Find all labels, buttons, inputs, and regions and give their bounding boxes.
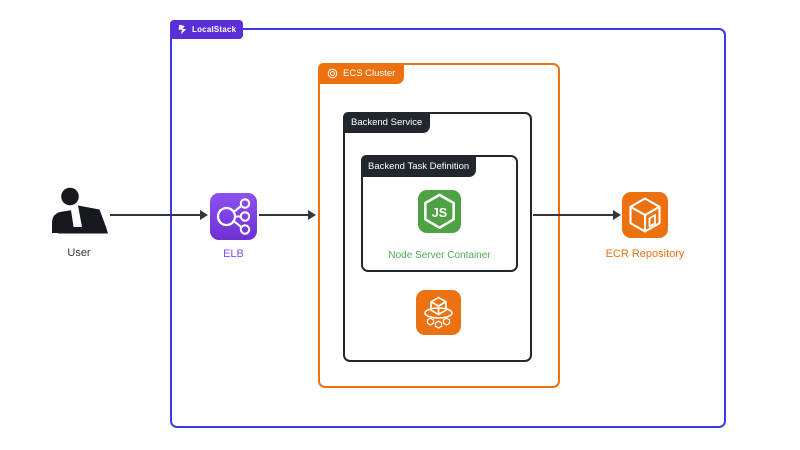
ecs-service-card [416,290,461,335]
backend-task-definition-tab: Backend Task Definition [361,155,477,177]
backend-service-tab: Backend Service [343,112,431,133]
arrowhead-user-to-elb [200,210,208,220]
ecs-cluster-label: ECS Cluster [343,68,396,79]
arrow-elb-to-ecs-cluster [259,214,309,216]
node-server-container-card: JS [418,190,461,233]
backend-service-boundary [343,112,532,362]
nodejs-hexagon-icon: JS [424,193,455,229]
backend-service-label: Backend Service [351,117,423,128]
localstack-logo-icon [178,24,187,35]
localstack-label: LocalStack [192,25,237,34]
load-balancer-icon [216,198,251,235]
arrow-user-to-elb [110,214,200,216]
ecs-cluster-boundary [318,63,560,388]
arrowhead-backend-to-ecr [613,210,621,220]
localstack-boundary [170,28,726,428]
arrow-backend-to-ecr [533,214,614,216]
svg-text:JS: JS [432,206,448,220]
arrowhead-elb-to-ecs-cluster [308,210,316,220]
backend-task-definition-label: Backend Task Definition [368,160,470,172]
elb-label: ELB [223,248,244,260]
node-server-container-label: Node Server Container [388,250,491,261]
ecs-cluster-ring-icon [327,68,338,79]
person-at-laptop-icon [52,187,108,234]
ecr-repository-card [622,192,668,238]
localstack-tab: LocalStack [170,20,244,39]
ecs-cube-ring-icon [424,296,453,329]
ecs-cluster-tab: ECS Cluster [318,63,405,84]
ecr-repository-label: ECR Repository [605,248,685,260]
elb-card [210,193,257,240]
user-label: User [67,247,91,259]
container-registry-cube-icon [629,197,661,233]
